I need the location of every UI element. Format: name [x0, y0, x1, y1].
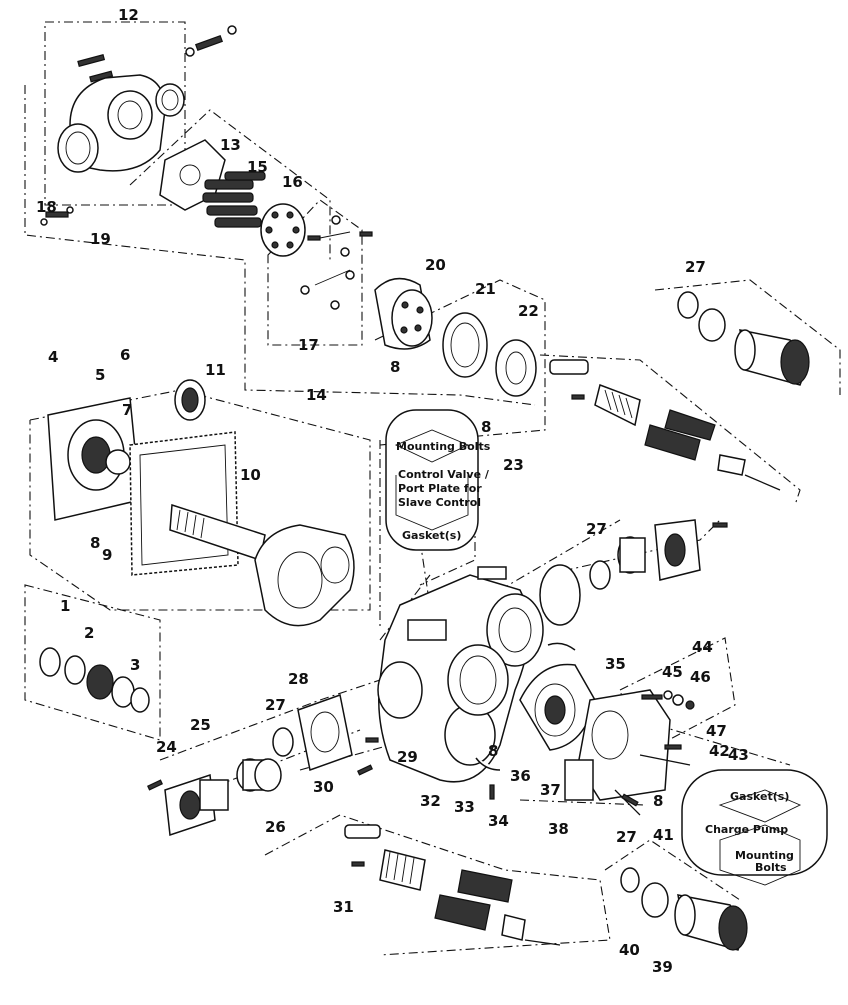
pistons-15	[202, 171, 266, 228]
label-14: 14	[306, 386, 327, 404]
valve-spool-upper	[549, 359, 781, 491]
kit-23-text: Mounting Bolts Control Valve / Port Plat…	[396, 440, 491, 542]
label-31: 31	[333, 898, 354, 916]
label-25: 25	[190, 716, 211, 734]
label-27-mid: 27	[265, 696, 286, 714]
label-20: 20	[425, 256, 446, 274]
cap-assembly-39	[620, 867, 748, 951]
seal-segments	[475, 642, 576, 771]
label-41: 41	[653, 826, 674, 844]
kit23-mounting-bolts: Mounting Bolts	[396, 440, 491, 453]
valve-plate-21	[442, 312, 488, 378]
label-1: 1	[60, 597, 70, 615]
label-8-a: 8	[390, 358, 400, 376]
hardware-17	[300, 215, 373, 310]
label-47: 47	[706, 722, 727, 740]
label-19: 19	[90, 230, 111, 248]
label-6: 6	[120, 346, 130, 364]
label-16: 16	[282, 173, 303, 191]
kit43-bolts: Bolts	[755, 861, 787, 874]
flange-24	[164, 773, 229, 837]
label-8-c: 8	[90, 534, 100, 552]
bearing-11	[174, 379, 206, 421]
kit23-slave-control: Slave Control	[398, 496, 481, 509]
label-33: 33	[454, 798, 475, 816]
label-37: 37	[540, 781, 561, 799]
label-23: 23	[503, 456, 524, 474]
cylinder-block-20	[374, 277, 433, 350]
label-12: 12	[118, 6, 139, 24]
label-30: 30	[313, 778, 334, 796]
end-housing-12	[40, 25, 237, 226]
main-housing	[377, 566, 544, 783]
kit43-charge-pump: Charge Pump	[705, 823, 788, 836]
retainer-16	[260, 203, 306, 257]
label-35: 35	[605, 655, 626, 673]
gasket-36-37	[519, 663, 596, 751]
bolts-misc	[147, 522, 728, 807]
label-4: 4	[48, 348, 58, 366]
label-26: 26	[265, 818, 286, 836]
seal-group-1	[39, 647, 150, 713]
label-15: 15	[247, 158, 268, 176]
plate-22	[495, 339, 537, 397]
label-36: 36	[510, 767, 531, 785]
kit23-gaskets: Gasket(s)	[402, 529, 461, 542]
label-17: 17	[298, 336, 319, 354]
label-22: 22	[518, 302, 539, 320]
label-46: 46	[690, 668, 711, 686]
label-27-upper: 27	[685, 258, 706, 276]
label-8-e: 8	[653, 792, 663, 810]
plate-28	[297, 694, 353, 771]
cap-assembly-27-upper	[677, 291, 810, 386]
label-34: 34	[488, 812, 509, 830]
label-28: 28	[288, 670, 309, 688]
label-9: 9	[102, 546, 112, 564]
oring-27-mid	[272, 727, 294, 757]
label-45: 45	[662, 663, 683, 681]
label-18: 18	[36, 198, 57, 216]
group-44	[641, 690, 695, 710]
label-5: 5	[95, 366, 105, 384]
charge-pump	[564, 689, 691, 816]
label-24: 24	[156, 738, 177, 756]
label-29: 29	[397, 748, 418, 766]
bearing-26	[236, 758, 282, 792]
label-42: 42	[709, 742, 730, 760]
label-40: 40	[619, 941, 640, 959]
label-27-mid-right: 27	[586, 520, 607, 538]
kit-43-bubble	[681, 769, 828, 886]
label-8-b: 8	[481, 418, 491, 436]
label-43: 43	[728, 746, 749, 764]
label-3: 3	[130, 656, 140, 674]
label-39: 39	[652, 958, 673, 976]
label-8-d: 8	[488, 742, 498, 760]
gasket-10	[129, 431, 239, 576]
label-38: 38	[548, 820, 569, 838]
plate-right-mid	[539, 519, 701, 626]
kit43-gaskets: Gasket(s)	[730, 790, 789, 803]
label-10: 10	[240, 466, 261, 484]
label-7: 7	[122, 401, 132, 419]
kit23-port-plate: Port Plate for	[398, 482, 482, 495]
reference-labels: 12 13 15 16 18 19 20 21 22 27 17 8 14 8 …	[36, 6, 749, 976]
assembly-outlines	[24, 21, 841, 956]
kit43-mounting: Mounting	[735, 849, 794, 862]
label-27-lower: 27	[616, 828, 637, 846]
label-11: 11	[205, 361, 226, 379]
label-21: 21	[475, 280, 496, 298]
label-44: 44	[692, 638, 713, 656]
valve-spool-lower	[344, 824, 561, 946]
kit-23-bubble	[385, 409, 479, 551]
label-32: 32	[420, 792, 441, 810]
kit23-control-valve: Control Valve /	[398, 468, 490, 481]
label-2: 2	[84, 624, 94, 642]
kit-43-text: Gasket(s) Charge Pump Mounting Bolts	[705, 790, 794, 874]
label-13: 13	[220, 136, 241, 154]
front-housing	[254, 524, 355, 627]
